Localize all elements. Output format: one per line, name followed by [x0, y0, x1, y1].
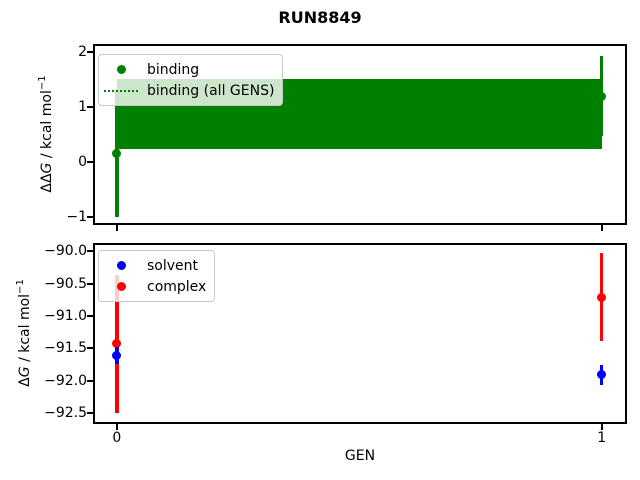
y-tick-mark [87, 106, 93, 108]
y-tick-mark [87, 315, 93, 318]
x-tick-mark [115, 424, 118, 430]
x-tick-mark [115, 225, 118, 231]
y-tick-label: −90.0 [44, 243, 87, 260]
legend-entry-binding-all-gens: binding (all GENS) [103, 80, 274, 101]
legend-entry-solvent: solvent [103, 255, 206, 276]
binding-all-gens-line-icon [103, 89, 139, 92]
data-point [112, 148, 122, 158]
legend-label-binding: binding [147, 61, 200, 78]
data-point [112, 350, 122, 360]
y-tick-label: −92.0 [44, 372, 87, 389]
axes-binding: binding binding (all GENS) 2 1 0 −1 [66, 44, 627, 231]
y-tick-label: 0 [78, 153, 87, 170]
legend-label-solvent: solvent [147, 257, 199, 274]
y-tick-label: −1 [66, 208, 87, 225]
y-tick-label: −91.5 [44, 340, 87, 357]
data-point [597, 91, 607, 101]
y-tick-mark [87, 160, 93, 163]
legend-entry-complex: complex [103, 276, 206, 297]
solvent-marker-icon [103, 261, 139, 270]
data-point [597, 293, 607, 303]
y-tick-mark [87, 215, 93, 218]
x-tick-label: 0 [112, 430, 122, 446]
y-tick-mark [87, 51, 93, 54]
y-tick-label: −92.5 [44, 404, 87, 421]
y-tick-mark [87, 282, 93, 285]
y-tick-mark [87, 411, 93, 414]
binding-marker-icon [103, 65, 139, 74]
legend-dg: solvent complex [98, 250, 216, 302]
x-axis-label-gen: GEN [344, 448, 376, 464]
y-axis-label-dg: ΔG / kcal mol−1 [15, 279, 33, 387]
y-axis-label-ddg: ΔΔG / kcal mol−1 [37, 75, 55, 193]
data-point [597, 370, 607, 380]
y-tick-mark [87, 379, 93, 382]
y-tick-mark [87, 250, 93, 253]
x-tick-mark [600, 225, 603, 231]
y-tick-label: −91.0 [44, 308, 87, 325]
figure-title: RUN8849 [278, 8, 362, 27]
x-tick-mark [600, 424, 603, 430]
axes-dg: solvent complex −90.0 −90.5 −91.0 −91.5 −92.… [44, 243, 627, 446]
complex-marker-icon [103, 282, 139, 291]
data-point [112, 339, 122, 349]
x-tick-label: 1 [597, 430, 607, 446]
y-tick-label: 1 [78, 99, 87, 115]
legend-entry-binding: binding [103, 59, 274, 80]
legend-binding: binding binding (all GENS) [98, 54, 284, 106]
legend-label-binding-all-gens: binding (all GENS) [147, 82, 275, 99]
y-tick-label: 2 [78, 44, 87, 61]
y-tick-mark [87, 347, 93, 350]
legend-label-complex: complex [147, 278, 207, 295]
y-tick-label: −90.5 [44, 275, 87, 292]
